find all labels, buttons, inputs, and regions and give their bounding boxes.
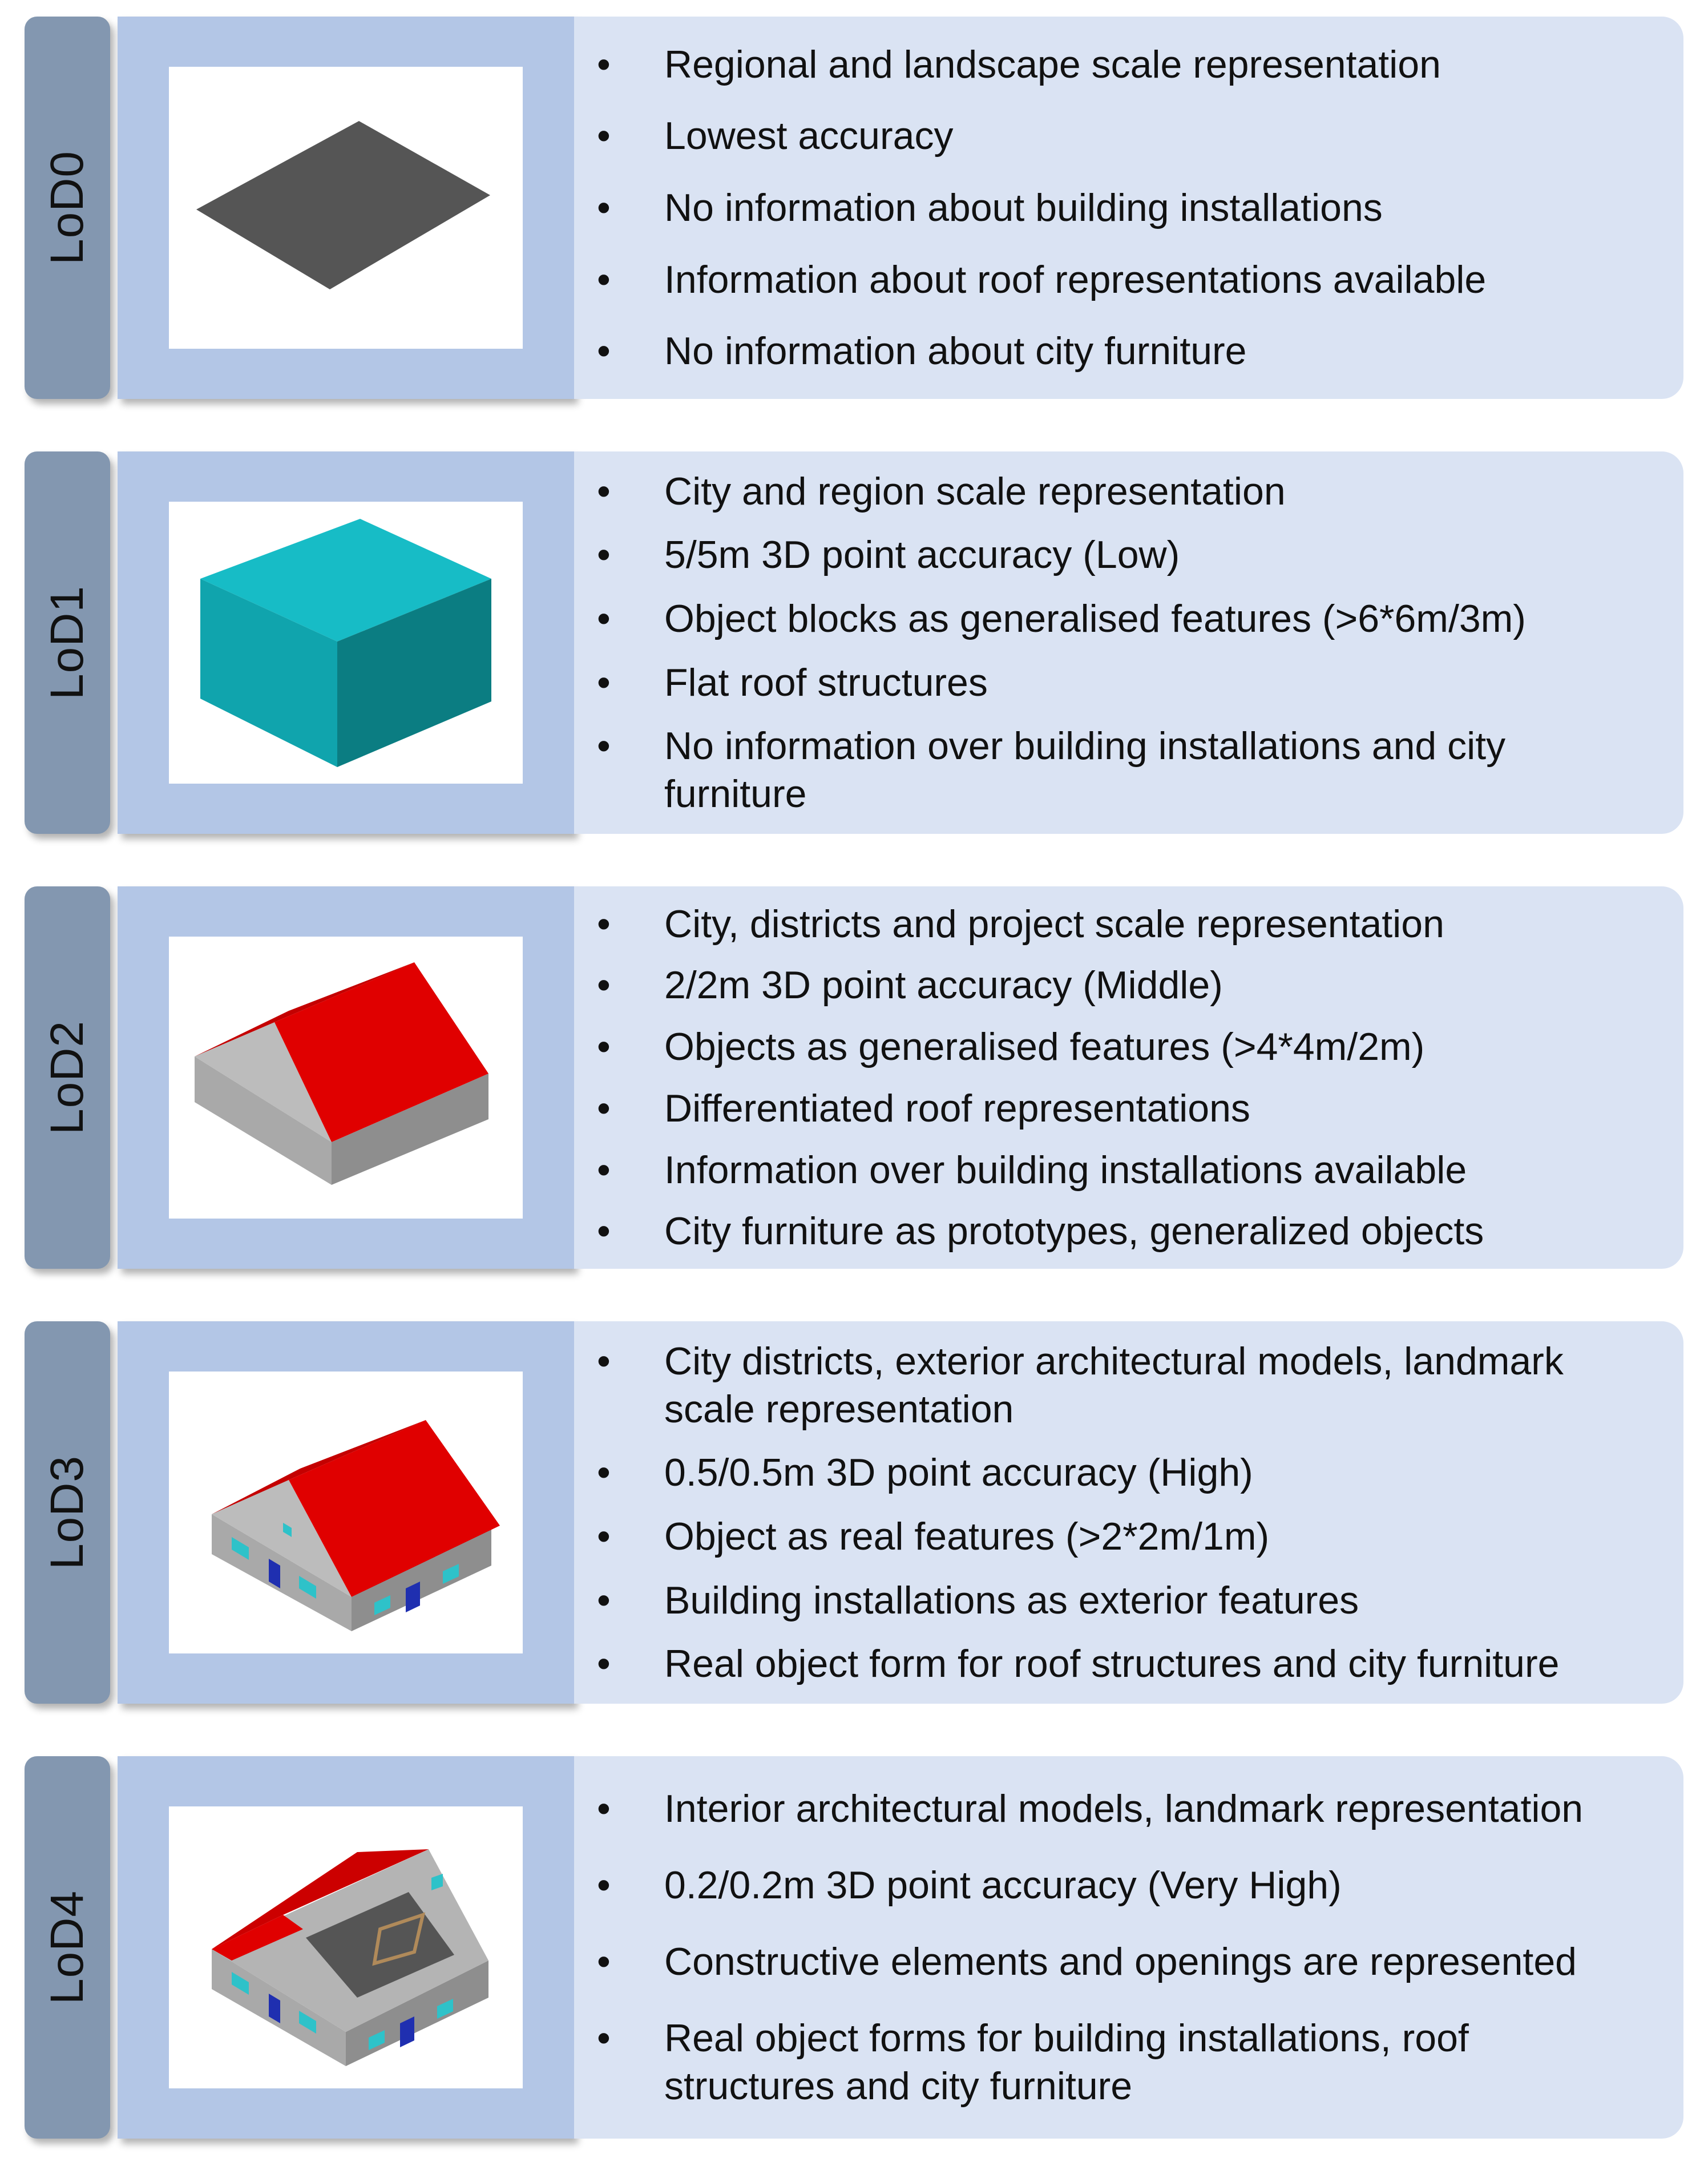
detailed-house-icon xyxy=(212,1420,500,1631)
illustration-panel xyxy=(169,502,523,784)
bullet-item: Constructive elements and openings are r… xyxy=(574,1938,1683,1986)
lod-label: LoD2 xyxy=(41,1020,93,1135)
bullet-item: Differentiated roof representations xyxy=(574,1084,1683,1132)
lod-tab: LoD3 xyxy=(25,1321,110,1704)
lod-tab: LoD0 xyxy=(25,17,110,399)
bullet-item: Object as real features (>2*2m/1m) xyxy=(574,1512,1683,1560)
illustration-panel xyxy=(169,1806,523,2088)
bullet-item: Regional and landscape scale representat… xyxy=(574,41,1683,88)
lod-description-panel: City, districts and project scale repres… xyxy=(574,886,1683,1269)
lod-label: LoD4 xyxy=(41,1890,93,2005)
interior-house-icon xyxy=(212,1849,488,2066)
bullet-item: 5/5m 3D point accuracy (Low) xyxy=(574,531,1683,579)
bullet-item: City furniture as prototypes, generalize… xyxy=(574,1207,1683,1255)
bullet-list: Interior architectural models, landmark … xyxy=(574,1756,1683,2139)
bullet-item: Flat roof structures xyxy=(574,659,1683,707)
lod-tab: LoD4 xyxy=(25,1756,110,2139)
lod-row-0: LoD0 Regional and landscape scale repres… xyxy=(0,17,1708,399)
box-block-icon xyxy=(200,519,491,767)
lod-description-panel: Regional and landscape scale representat… xyxy=(574,17,1683,399)
lod-illustration-frame xyxy=(118,886,574,1269)
lod-description-panel: Interior architectural models, landmark … xyxy=(574,1756,1683,2139)
lod-row-3: LoD3 City districts, exterior architectu… xyxy=(0,1321,1708,1704)
bullet-item: 0.2/0.2m 3D point accuracy (Very High) xyxy=(574,1861,1683,1909)
lod-label: LoD3 xyxy=(41,1455,93,1570)
bullet-list: City districts, exterior architectural m… xyxy=(574,1321,1683,1704)
bullet-item: City, districts and project scale repres… xyxy=(574,900,1683,948)
bullet-item: 0.5/0.5m 3D point accuracy (High) xyxy=(574,1449,1683,1497)
bullet-item: No information about city furniture xyxy=(574,327,1683,375)
bullet-item: No information over building installatio… xyxy=(574,722,1683,818)
illustration-panel xyxy=(169,67,523,349)
bullet-list: City, districts and project scale repres… xyxy=(574,886,1683,1269)
lod-tab: LoD2 xyxy=(25,886,110,1269)
gabled-house-icon xyxy=(195,962,488,1185)
lod-row-4: LoD4 Interior architectural xyxy=(0,1756,1708,2139)
lod-illustration-frame xyxy=(118,1756,574,2139)
bullet-item: 2/2m 3D point accuracy (Middle) xyxy=(574,961,1683,1009)
lod-row-1: LoD1 City and region scale representatio… xyxy=(0,451,1708,834)
lod-tab: LoD1 xyxy=(25,451,110,834)
lod-illustration-frame xyxy=(118,17,574,399)
lod-illustration-frame xyxy=(118,451,574,834)
bullet-item: Information over building installations … xyxy=(574,1146,1683,1194)
bullet-item: Objects as generalised features (>4*4m/2… xyxy=(574,1023,1683,1071)
bullet-list: Regional and landscape scale representat… xyxy=(574,17,1683,399)
lod-description-panel: City districts, exterior architectural m… xyxy=(574,1321,1683,1704)
lod-label: LoD0 xyxy=(41,150,93,265)
bullet-list: City and region scale representation 5/5… xyxy=(574,451,1683,834)
flat-plane-icon xyxy=(196,121,490,289)
bullet-item: Information about roof representations a… xyxy=(574,256,1683,304)
bullet-item: Lowest accuracy xyxy=(574,112,1683,160)
bullet-item: Real object form for roof structures and… xyxy=(574,1640,1683,1688)
bullet-item: No information about building installati… xyxy=(574,184,1683,232)
lod-description-panel: City and region scale representation 5/5… xyxy=(574,451,1683,834)
bullet-item: Interior architectural models, landmark … xyxy=(574,1785,1683,1833)
bullet-item: City and region scale representation xyxy=(574,467,1683,515)
bullet-item: Object blocks as generalised features (>… xyxy=(574,595,1683,643)
bullet-item: Real object forms for building installat… xyxy=(574,2014,1683,2110)
lod-row-2: LoD2 City, districts and project scale r… xyxy=(0,886,1708,1269)
bullet-item: City districts, exterior architectural m… xyxy=(574,1337,1683,1433)
illustration-panel xyxy=(169,1372,523,1653)
illustration-panel xyxy=(169,937,523,1219)
bullet-item: Building installations as exterior featu… xyxy=(574,1576,1683,1624)
lod-label: LoD1 xyxy=(41,585,93,700)
lod-illustration-frame xyxy=(118,1321,574,1704)
